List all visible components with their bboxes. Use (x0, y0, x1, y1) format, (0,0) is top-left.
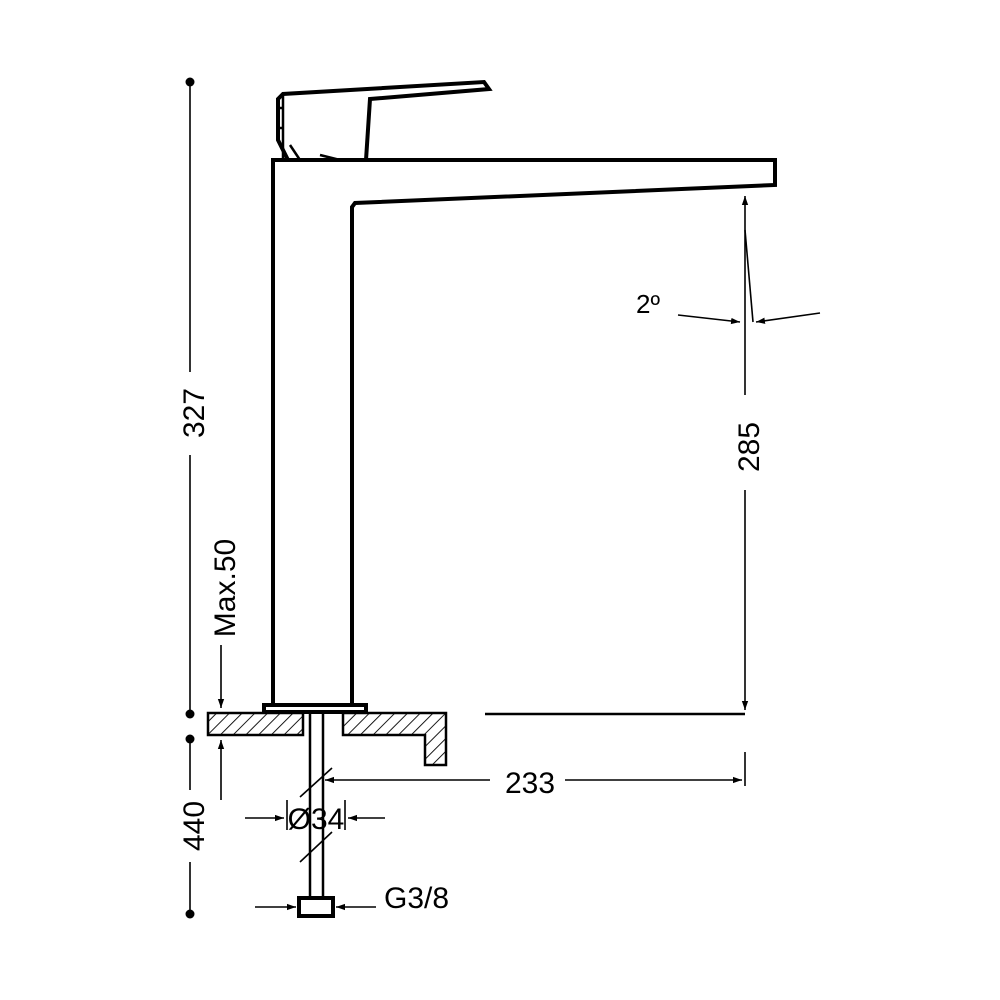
dim-connection: G3/8 (255, 882, 449, 915)
base-flange (262, 703, 368, 714)
faucet-body (262, 79, 777, 714)
dim-counter-max: Max.50 (209, 539, 242, 800)
counter-section (206, 711, 745, 767)
supply-length-label: 440 (178, 801, 211, 851)
supply-pipe (297, 712, 335, 918)
dim-hole-diameter: Ø34 (245, 800, 385, 863)
dim-spout-angle: 2º (636, 229, 821, 325)
dim-spout-height: 285 (733, 196, 766, 710)
spout-reach-label: 233 (505, 767, 555, 800)
dim-overall-height: 327 (178, 77, 211, 719)
spout-angle-label: 2º (636, 289, 660, 319)
handle-lever (276, 79, 493, 162)
dim-spout-reach: 233 (299, 752, 746, 800)
connection-label: G3/8 (384, 882, 449, 915)
g38-connector (297, 896, 335, 918)
hole-diameter-label: Ø34 (288, 803, 345, 836)
counter-hatch-left (206, 711, 305, 737)
counter-hatch-right (341, 711, 448, 767)
counter-max-label: Max.50 (209, 539, 242, 637)
spout-height-label: 285 (733, 422, 766, 472)
dim-supply-length: 440 (178, 734, 211, 919)
spout-outline (271, 158, 777, 705)
overall-height-label: 327 (178, 388, 211, 438)
